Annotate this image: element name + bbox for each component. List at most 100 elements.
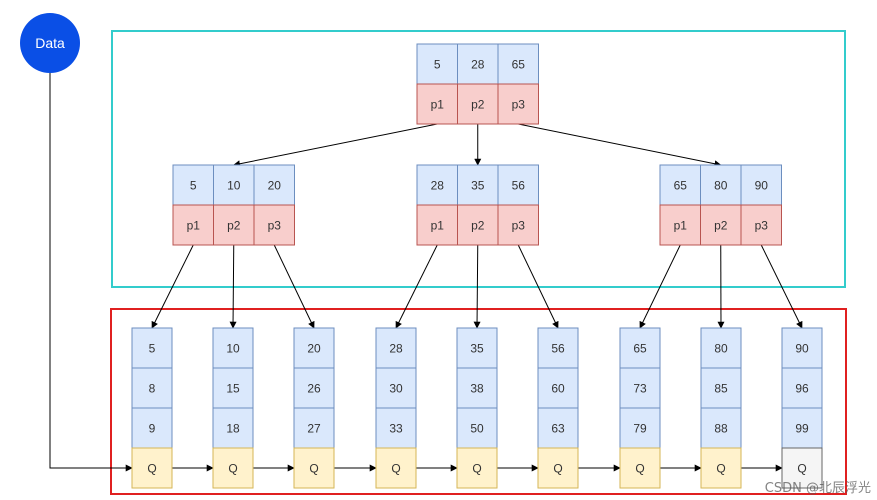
- leaf-key-cell-box: [781, 367, 823, 409]
- pointer-cell: p3: [512, 219, 526, 233]
- leaf-key-cell-box: [537, 327, 579, 369]
- leaf-key-cell: 28: [389, 342, 403, 356]
- pointer-arrow: [639, 244, 681, 329]
- leaf-link-cell-box: [131, 447, 173, 489]
- leaf-link-cell-box: [781, 447, 823, 489]
- leaf-node: 10 15 18Q: [212, 327, 254, 489]
- leaf-key-cell-box: [293, 367, 335, 409]
- leaf-key-cell: 18: [226, 422, 240, 436]
- pointer-cell-box: [659, 204, 701, 246]
- leaf-key-cell-box: [619, 327, 661, 369]
- leaf-link-cell-box: [456, 447, 498, 489]
- pointer-arrow: [233, 123, 438, 168]
- pointer-cell-box: [700, 204, 742, 246]
- leaf-key-cell-box: [781, 407, 823, 449]
- data-entry-arrow: [49, 73, 133, 472]
- key-cell: 56: [512, 179, 526, 193]
- leaf-link-cell: Q: [553, 462, 562, 476]
- pointer-arrow: [273, 244, 315, 329]
- key-cell: 65: [674, 179, 688, 193]
- leaf-key-cell: 99: [795, 422, 809, 436]
- leaf-key-cell-box: [537, 407, 579, 449]
- key-cell-box: [700, 164, 742, 206]
- pointer-cell-box: [416, 83, 458, 125]
- leaf-link-cell: Q: [228, 462, 237, 476]
- leaf-key-cell: 65: [633, 342, 647, 356]
- pointer-cell: p3: [268, 219, 282, 233]
- index-layer-frame: [111, 30, 846, 288]
- key-cell: 10: [227, 179, 241, 193]
- leaf-key-cell-box: [293, 327, 335, 369]
- pointer-cell-box: [740, 204, 782, 246]
- leaf-link-cell: Q: [391, 462, 400, 476]
- leaf-key-cell: 85: [714, 382, 728, 396]
- pointer-arrow: [395, 244, 438, 329]
- leaf-key-cell: 96: [795, 382, 809, 396]
- pointer-cell-box: [497, 204, 539, 246]
- leaf-key-cell-box: [131, 367, 173, 409]
- pointer-cell: p2: [471, 219, 485, 233]
- pointer-cell-box: [457, 204, 499, 246]
- leaf-key-cell: 38: [470, 382, 484, 396]
- leaf-key-cell: 9: [149, 422, 156, 436]
- leaf-link-cell-box: [700, 447, 742, 489]
- leaf-node: 90 96 99Q: [781, 327, 823, 489]
- leaf-key-cell: 8: [149, 382, 156, 396]
- pointer-cell-box: [213, 204, 255, 246]
- leaf-key-cell: 27: [307, 422, 321, 436]
- leaf-link-cell: Q: [716, 462, 725, 476]
- leaf-key-cell-box: [212, 407, 254, 449]
- data-label: Data: [35, 35, 65, 51]
- leaf-key-cell-box: [619, 407, 661, 449]
- leaf-key-cell: 60: [551, 382, 565, 396]
- pointer-arrow: [760, 244, 803, 329]
- leaf-link-cell-box: [619, 447, 661, 489]
- leaf-key-cell: 63: [551, 422, 565, 436]
- leaf-link-cell-box: [537, 447, 579, 489]
- leaf-key-cell: 10: [226, 342, 240, 356]
- leaf-key-cell: 73: [633, 382, 647, 396]
- leaf-key-cell-box: [700, 327, 742, 369]
- pointer-cell-box: [253, 204, 295, 246]
- leaf-key-cell: 90: [795, 342, 809, 356]
- leaf-key-cell: 15: [226, 382, 240, 396]
- key-cell-box: [497, 164, 539, 206]
- leaf-key-cell: 50: [470, 422, 484, 436]
- data-entry-node: Data: [20, 13, 80, 73]
- leaf-node: 65 73 79Q: [619, 327, 661, 489]
- pointer-cell-box: [497, 83, 539, 125]
- key-cell-box: [457, 164, 499, 206]
- pointer-arrow: [151, 244, 194, 329]
- pointer-cell: p3: [755, 219, 769, 233]
- pointer-cell: p3: [512, 98, 526, 112]
- leaf-key-cell-box: [131, 327, 173, 369]
- leaf-key-cell: 35: [470, 342, 484, 356]
- key-cell: 28: [471, 58, 485, 72]
- key-cell-box: [253, 164, 295, 206]
- key-cell-box: [172, 164, 214, 206]
- watermark: CSDN @北辰浮光: [764, 481, 871, 496]
- key-cell: 35: [471, 179, 485, 193]
- pointer-arrow: [229, 244, 237, 329]
- leaf-link-cell-box: [212, 447, 254, 489]
- leaf-layer-frame: [110, 308, 847, 495]
- leaf-link-cell: Q: [635, 462, 644, 476]
- leaf-key-cell: 30: [389, 382, 403, 396]
- leaf-key-cell: 26: [307, 382, 321, 396]
- key-cell: 65: [512, 58, 526, 72]
- internal-node: 28 35 56 p1 p2 p3: [416, 164, 539, 246]
- leaf-link-cell: Q: [797, 462, 806, 476]
- key-cell: 28: [431, 179, 445, 193]
- leaf-node: 56 60 63Q: [537, 327, 579, 489]
- leaf-key-cell: 56: [551, 342, 565, 356]
- pointer-arrow: [473, 244, 481, 329]
- leaf-key-cell-box: [212, 367, 254, 409]
- leaf-key-cell: 79: [633, 422, 647, 436]
- key-cell: 5: [190, 179, 197, 193]
- pointer-cell: p1: [431, 219, 445, 233]
